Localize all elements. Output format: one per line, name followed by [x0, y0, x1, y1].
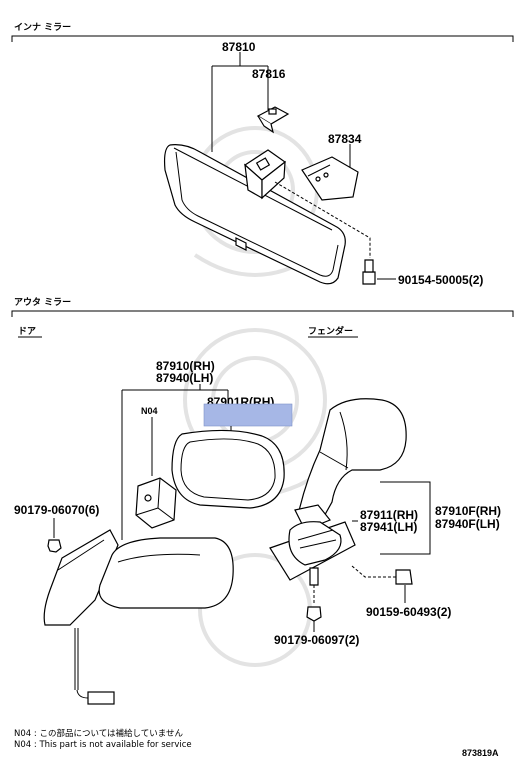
part-N04-label: N04: [141, 406, 158, 416]
note-japanese: N04 : この部品については補給していません: [14, 728, 184, 739]
part-90159-label: 90159-60493(2): [366, 605, 451, 619]
section-fender: フェンダー: [308, 325, 353, 337]
inner-mirror-assembly: [163, 106, 376, 285]
part-90179-06097-label: 90179-06097(2): [274, 633, 359, 647]
door-mirror-glass: [171, 429, 285, 509]
mirror-motor: [135, 477, 177, 529]
section-outer-mirror: アウタ ミラー: [14, 296, 71, 308]
fender-mirror-assembly: [269, 398, 407, 586]
section-inner-mirror: インナ ミラー: [14, 22, 71, 33]
part-87911-label: 87911(RH): [360, 508, 418, 522]
door-mirror-assembly: [43, 529, 234, 705]
section-inner-bracket: [11, 35, 514, 42]
part-87941-label: 87941(LH): [360, 520, 417, 534]
part-90179-06070-label: 90179-06070(6): [14, 503, 99, 517]
part-87940-label: 87940(LH): [156, 371, 213, 385]
redaction-box: [203, 403, 293, 427]
part-87910-label: 87910(RH): [156, 359, 215, 373]
part-87940F-label: 87940F(LH): [435, 517, 500, 531]
section-door: ドア: [18, 326, 36, 337]
part-87834-label: 87834: [328, 132, 362, 146]
part-90154-label: 90154-50005(2): [398, 273, 483, 287]
part-87910F-label: 87910F(RH): [435, 504, 501, 518]
part-87810-label: 87810: [222, 40, 256, 54]
section-outer-bracket: [11, 310, 514, 317]
diagram-id: 873819A: [462, 748, 499, 758]
part-87816-label: 87816: [252, 67, 286, 81]
note-english: N04 : This part is not available for ser…: [14, 740, 192, 750]
